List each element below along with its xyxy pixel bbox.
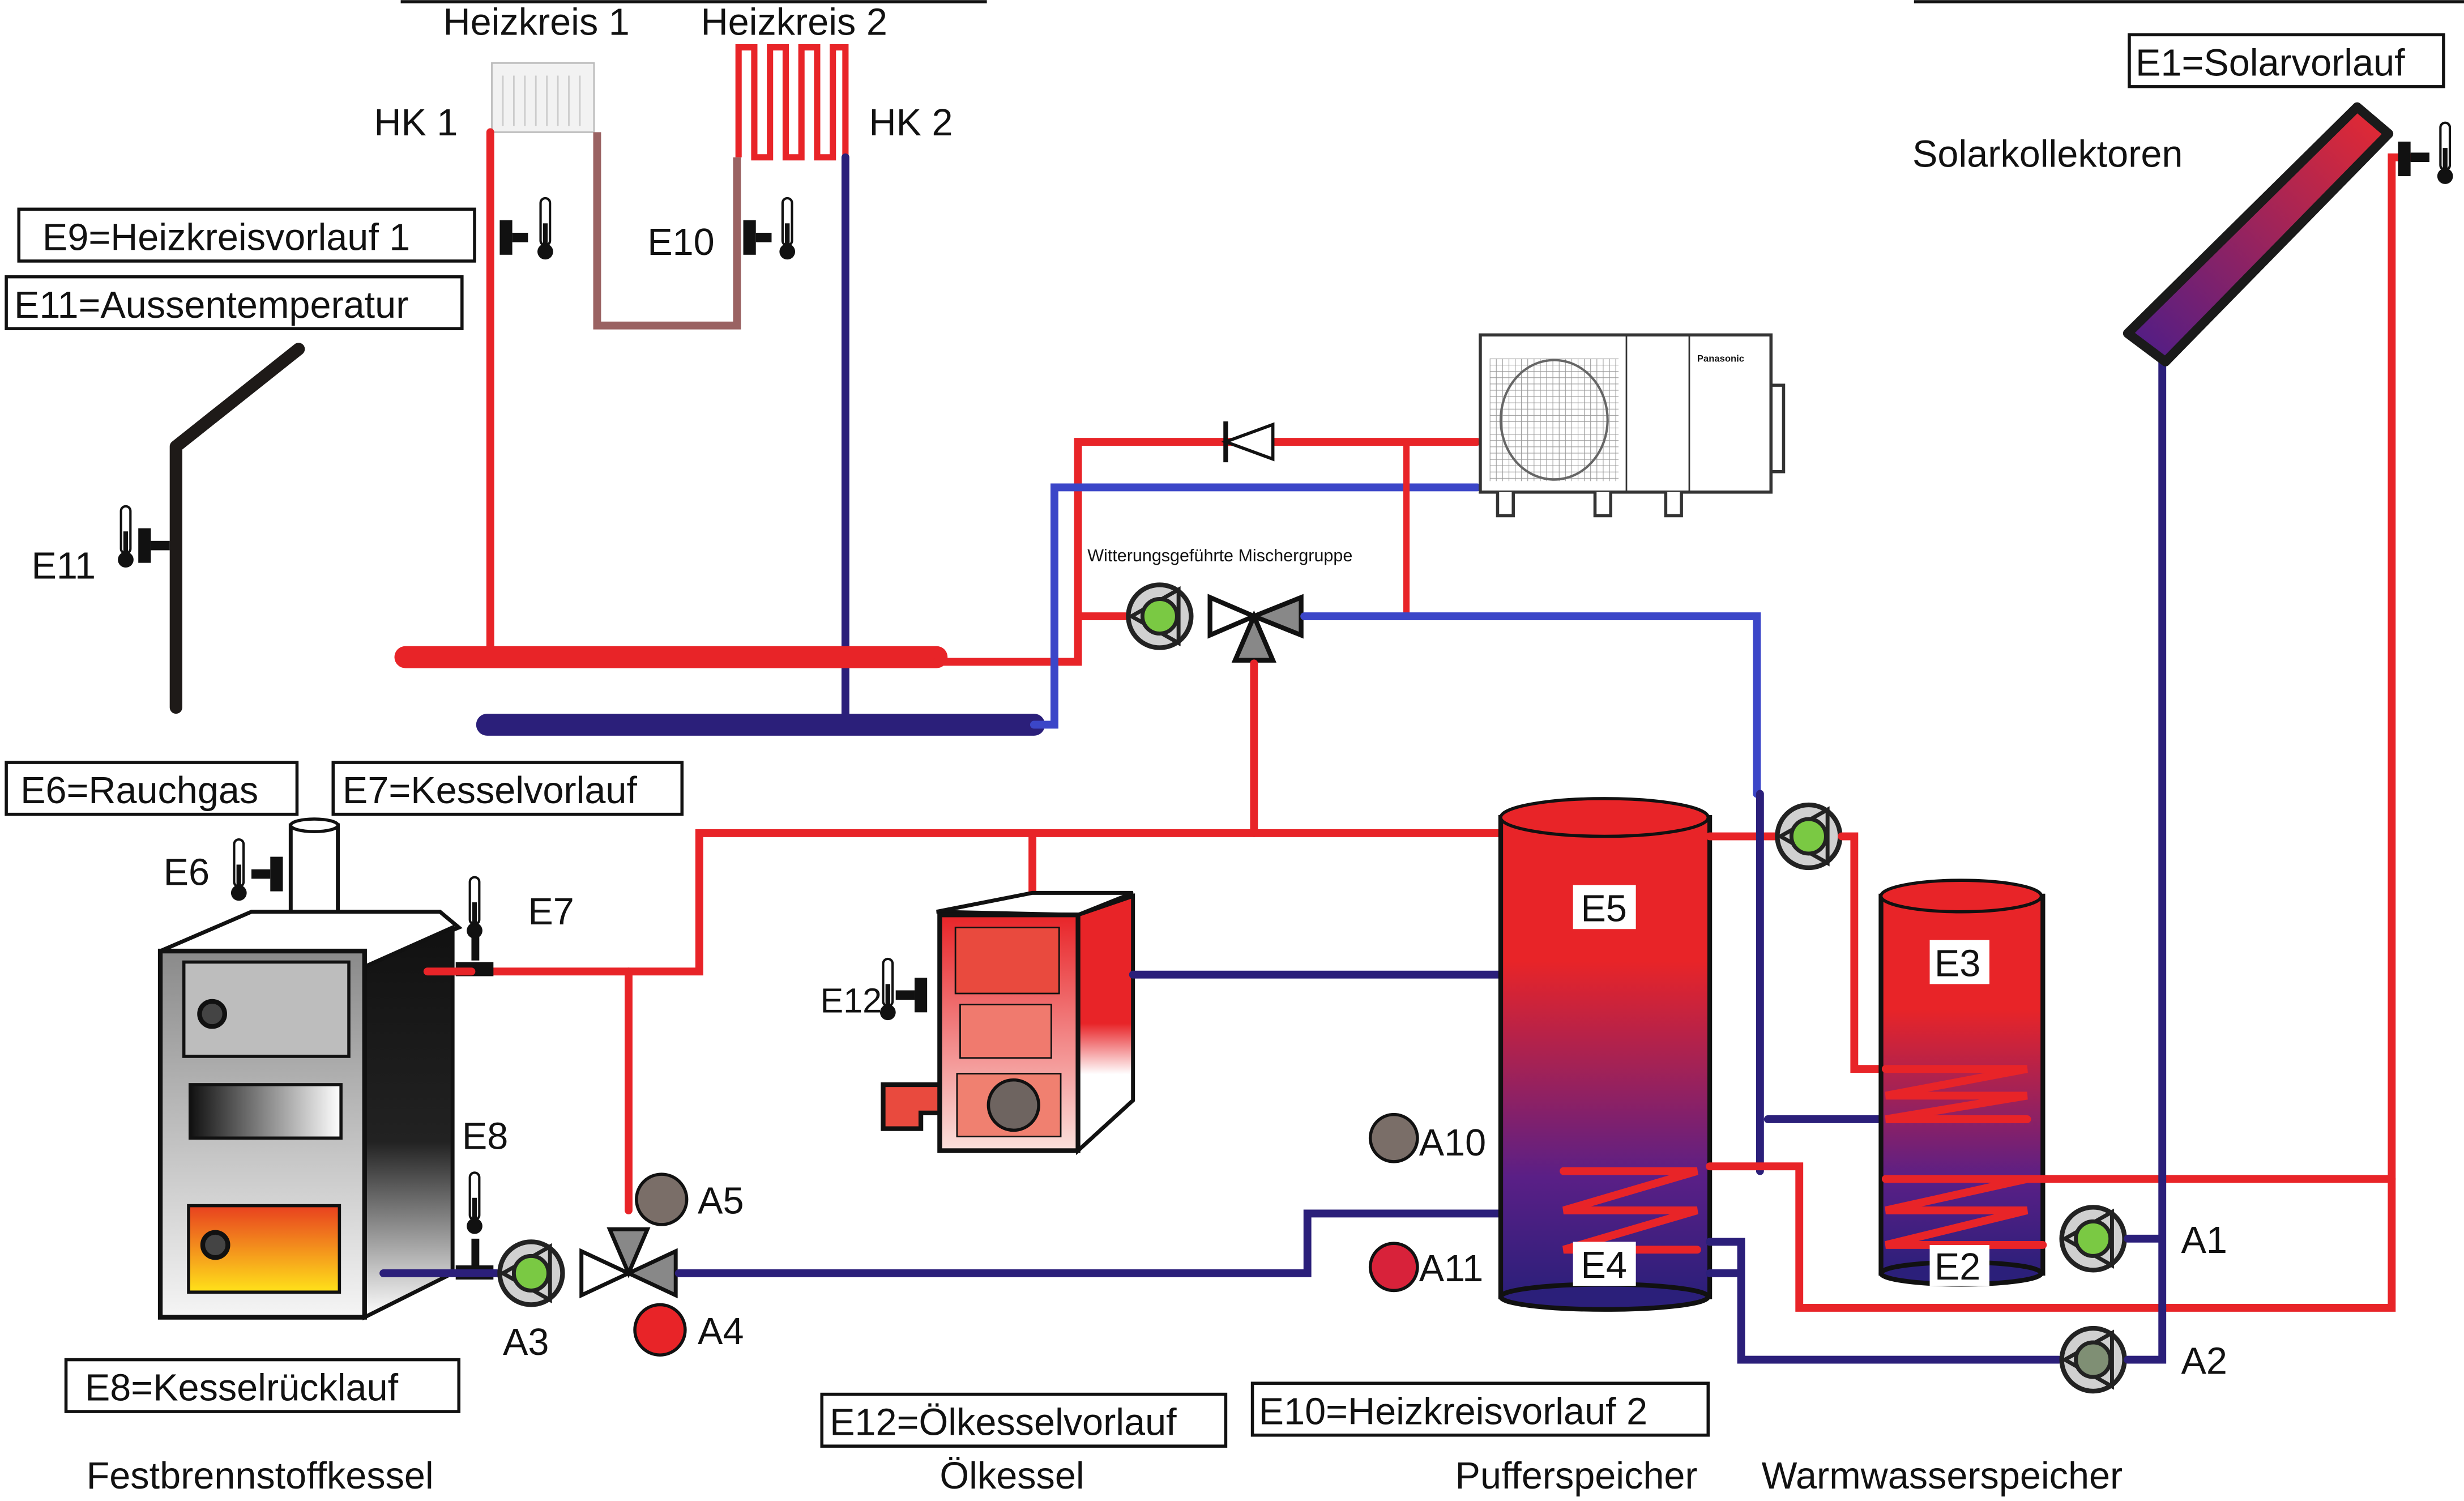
a5-indicator: [635, 1172, 689, 1226]
e10-label: E10: [647, 221, 714, 263]
dhw-solar-exchanger: [1881, 1175, 2396, 1249]
a4-label: A4: [698, 1311, 744, 1353]
hp-supply-pipe: [932, 438, 1481, 666]
e2-label: E2: [1935, 1246, 1980, 1288]
outdoor-wall-icon: [169, 343, 305, 714]
oelkessel-label: Ölkessel: [940, 1455, 1084, 1497]
e10-sensor: [743, 198, 796, 259]
thermometer-icon: [2437, 123, 2453, 184]
radiator-icon: [491, 62, 595, 133]
thermometer-icon: [118, 506, 134, 568]
hp-return-pipe: [1030, 483, 1481, 729]
e10-legend-box: [1250, 1381, 1710, 1437]
e2-badge: [1929, 1244, 1989, 1286]
hk2-label: HK 2: [869, 102, 953, 144]
e12-label: E12: [820, 981, 882, 1020]
e6-legend-box: [5, 761, 299, 816]
dhw-return-pipe: [1756, 790, 1890, 1175]
e11-sensor: [118, 506, 170, 568]
dhw-charge-pump-icon[interactable]: [1777, 805, 1840, 868]
e12-sensor: [880, 959, 928, 1020]
e4-label: E4: [1581, 1244, 1627, 1286]
check-valve-icon: [1221, 421, 1275, 463]
e6-label: E6: [164, 852, 210, 894]
oil-boiler: [881, 890, 1135, 1155]
a11-label: A11: [1419, 1248, 1484, 1290]
e3-badge: [1929, 940, 1989, 984]
heat-pump-brand: Panasonic: [1697, 353, 1744, 364]
dhw-charge-pipe: [1838, 832, 1890, 1073]
a1-label: A1: [2181, 1219, 2227, 1261]
heat-pump-unit: Panasonic: [1479, 333, 1786, 518]
e11-label: E11: [31, 545, 96, 587]
e6-sensor: [231, 839, 283, 901]
e4-badge: [1573, 1242, 1636, 1286]
hk1-label: HK 1: [374, 102, 458, 144]
e7-sensor: [455, 877, 494, 976]
pump-a2-icon[interactable]: [2059, 1325, 2127, 1394]
e11-legend-text: E11=Aussentemperatur: [14, 284, 408, 326]
solar-supply-pipe: [1706, 153, 2413, 1312]
e7-label: E7: [528, 891, 574, 933]
thermometer-icon: [467, 877, 482, 939]
thermometer-icon: [880, 959, 896, 1020]
boiler-return-pipe: [674, 1209, 1505, 1277]
e6-legend-text: E6=Rauchgas: [20, 770, 258, 812]
a10-label: A10: [1419, 1122, 1486, 1164]
e12-legend-text: E12=Ölkesselvorlauf: [830, 1402, 1177, 1444]
buffer-tank: [1498, 797, 1713, 1312]
floor-heating-icon: [735, 44, 849, 161]
a5-label: A5: [698, 1180, 744, 1222]
e11-legend-box: [5, 275, 464, 330]
pufferspeicher-label: Pufferspeicher: [1455, 1455, 1698, 1497]
e8-legend-box: [64, 1358, 461, 1413]
e1-sensor: [2398, 123, 2453, 184]
solar-return-pipe: [2124, 357, 2167, 1364]
mixer-return-pipe: [1300, 612, 1761, 798]
festbrennstoffkessel-label: Festbrennstoffkessel: [87, 1455, 434, 1497]
a2-label: A2: [2181, 1341, 2227, 1383]
solar-collectors-label: Solarkollektoren: [1912, 133, 2183, 175]
e5-label: E5: [1581, 888, 1627, 929]
dhw-upper-exchanger: [1881, 1065, 2031, 1123]
e3-label: E3: [1935, 943, 1980, 984]
e7-legend-box: [331, 761, 684, 816]
e8-legend-text: E8=Kesselrücklauf: [85, 1367, 399, 1409]
e1-legend-box: [2128, 33, 2445, 88]
solid-fuel-boiler: [157, 817, 463, 1321]
thermometer-icon: [537, 198, 553, 259]
e10-legend-text: E10=Heizkreisvorlauf 2: [1259, 1391, 1647, 1432]
mixing-group-label: Witterungsgeführte Mischergruppe: [1087, 546, 1352, 565]
e8-label: E8: [462, 1116, 508, 1158]
heizkreis-2-label: Heizkreis 2: [701, 1, 887, 43]
thermometer-icon: [779, 198, 795, 259]
hk1-return-pipe: [593, 132, 741, 330]
heizkreis-1-label: Heizkreis 1: [443, 1, 630, 43]
boiler-valve-icon[interactable]: [579, 1227, 678, 1299]
thermometer-icon: [231, 839, 247, 901]
thermometer-icon: [467, 1172, 482, 1234]
solar-pump-a1-icon[interactable]: [2062, 1207, 2125, 1270]
mixing-pump-icon[interactable]: [1128, 585, 1191, 648]
a11-indicator: [1368, 1242, 1419, 1293]
e9-legend-text: E9=Heizkreisvorlauf 1: [42, 216, 410, 258]
a4-indicator: [633, 1303, 687, 1357]
boiler-pump-a3-icon[interactable]: [499, 1242, 562, 1304]
e8-sensor: [455, 1172, 494, 1280]
a10-indicator: [1368, 1112, 1419, 1163]
a2-circuit-pipe: [1706, 1238, 2063, 1364]
e5-badge: [1573, 885, 1636, 929]
mixing-valve-icon[interactable]: [1207, 594, 1304, 663]
e12-legend-box: [820, 1392, 1228, 1448]
e1-legend-text: E1=Solarvorlauf: [2136, 42, 2405, 84]
e9-sensor: [499, 198, 553, 259]
e9-legend-box: [17, 207, 476, 263]
solar-collector-icon: [2123, 102, 2394, 366]
e7-legend-text: E7=Kesselvorlauf: [343, 770, 637, 812]
a3-label: A3: [503, 1321, 549, 1363]
warmwasserspeicher-label: Warmwasserspeicher: [1762, 1455, 2123, 1497]
hot-header-pipe: [467, 829, 1713, 976]
